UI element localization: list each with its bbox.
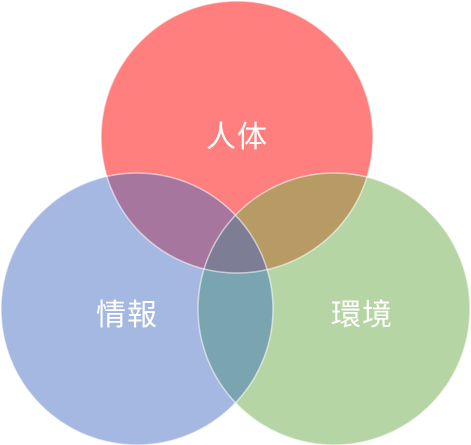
overlap-human-environment — [198, 173, 373, 273]
label-human-body: 人体 — [206, 120, 268, 155]
label-information: 情報 — [96, 298, 158, 333]
overlap-human-information — [101, 173, 273, 273]
label-environment: 環境 — [331, 298, 393, 333]
